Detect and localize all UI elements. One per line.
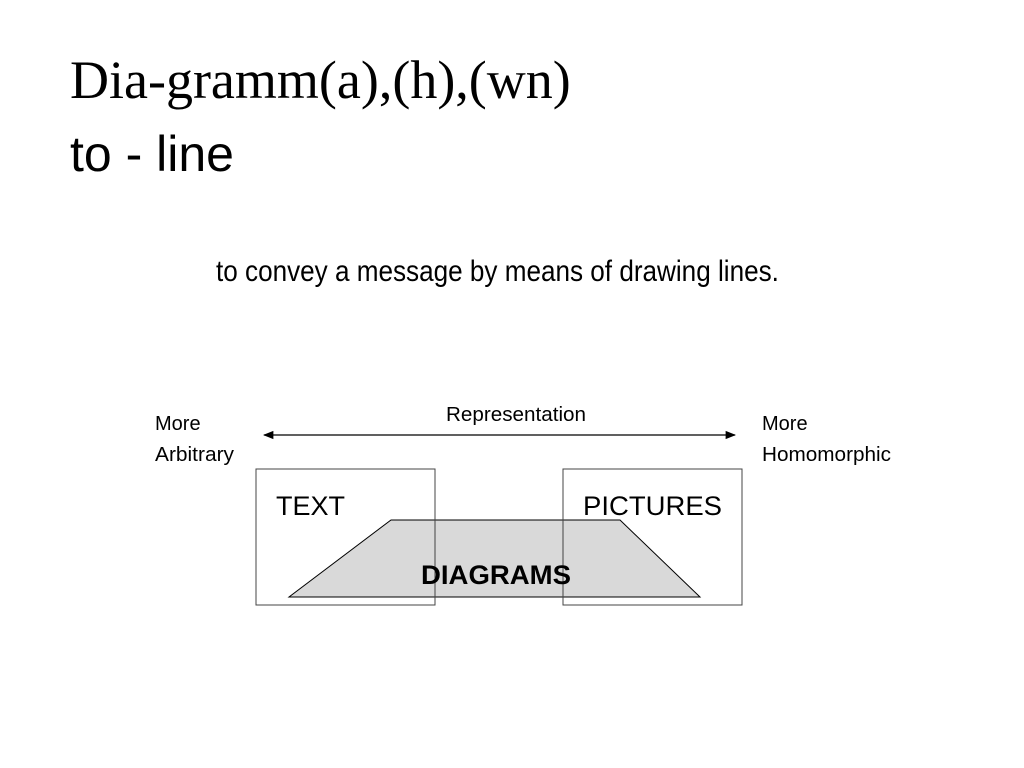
right-end-label-line2: Homomorphic [762, 444, 891, 466]
left-end-label-line2: Arbitrary [155, 444, 234, 466]
slide-subtitle: to convey a message by means of drawing … [216, 255, 779, 288]
left-end-label-line1: More [155, 413, 201, 435]
axis-label: Representation [446, 404, 586, 426]
text-box-label: TEXT [276, 491, 345, 521]
diagrams-trapezoid [287, 519, 702, 598]
text-box [255, 468, 436, 606]
pictures-box [562, 468, 743, 606]
slide-title-line1: Dia-gramm(a),(h),(wn) [70, 50, 571, 110]
right-end-label-line1: More [762, 413, 808, 435]
pictures-box-label: PICTURES [583, 491, 722, 521]
diagrams-label: DIAGRAMS [421, 560, 571, 590]
slide-title-line2: to - line [70, 126, 234, 182]
